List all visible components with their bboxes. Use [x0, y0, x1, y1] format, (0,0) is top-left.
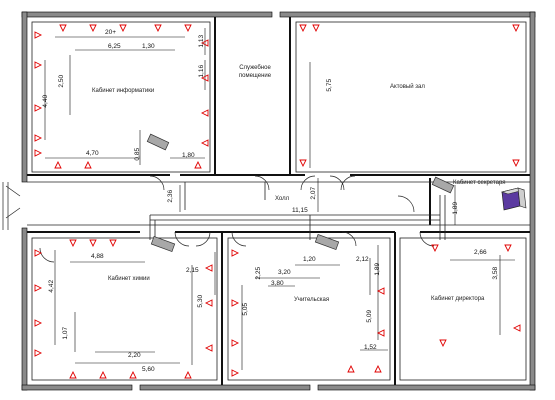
hall-lines — [27, 181, 530, 240]
dim-label: 2,25 — [255, 266, 263, 280]
room-label-assembly-hall: Актовый зал — [390, 84, 425, 90]
dim-label: 1,13 — [198, 34, 206, 48]
doors — [2, 175, 435, 263]
dim-label: 0,85 — [134, 147, 142, 161]
room-label-hall: Холл — [275, 196, 290, 202]
dim-label: 5,60 — [142, 366, 155, 373]
dim-label: 2,66 — [474, 249, 487, 256]
room-label-teachers: Учительская — [294, 297, 330, 303]
dim-label: 5,75 — [326, 78, 334, 92]
dim-label: 11,15 — [292, 207, 308, 214]
dim-label: 3,20 — [278, 269, 291, 276]
camera-icon — [431, 176, 455, 194]
room-label-chem-office: Кабинет химии — [108, 276, 150, 282]
dim-label: 5,09 — [366, 309, 374, 323]
room-label-director: Кабинет директора — [431, 296, 485, 302]
dim-label: 3,58 — [492, 266, 500, 280]
dim-label: 4,42 — [48, 279, 56, 293]
dim-label: 2,20 — [128, 352, 141, 359]
camera-icon — [150, 236, 176, 252]
server-icon — [500, 187, 527, 211]
room-label-secretary: Кабинет секретаря — [453, 180, 506, 186]
dim-label: 1,07 — [62, 326, 70, 340]
outer-walls — [21, 11, 536, 391]
dimension-lines — [44, 28, 515, 370]
dim-label: 4,88 — [91, 253, 104, 260]
dim-label: 2,50 — [58, 74, 66, 88]
camera-icon — [146, 133, 170, 151]
dim-label: 2,36 — [167, 189, 175, 203]
dim-label: 1,20 — [303, 256, 316, 263]
camera-icon — [314, 234, 340, 250]
dim-label: 6,25 — [108, 43, 121, 50]
dim-label: 4,70 — [86, 150, 99, 157]
dim-label: 4,40 — [42, 94, 50, 108]
room-label-utility-text: Служебное помещение — [238, 65, 272, 79]
dim-label: 5,05 — [242, 302, 250, 316]
sensor-triangle-icons — [34, 24, 521, 379]
dim-label: 20+ — [105, 29, 117, 36]
dim-label: 1,89 — [374, 262, 382, 276]
interior-walls — [27, 17, 530, 385]
dim-label: 2,07 — [310, 186, 318, 200]
dim-label: 1,16 — [198, 64, 206, 78]
dim-label: 5,30 — [197, 294, 205, 308]
dim-label: 3,80 — [271, 280, 284, 287]
dim-label: 2,12 — [356, 256, 369, 263]
room-label-info-office: Кабинет информатики — [92, 88, 155, 94]
dim-label: 2,15 — [186, 267, 199, 274]
room-label-utility: Служебное помещение — [230, 64, 280, 80]
dim-label: 1,80 — [182, 152, 195, 159]
room-outlines — [31, 21, 527, 381]
dim-label: 1,52 — [364, 344, 377, 351]
dim-label: 1,30 — [142, 43, 155, 50]
dim-label: 1,89 — [452, 201, 460, 215]
